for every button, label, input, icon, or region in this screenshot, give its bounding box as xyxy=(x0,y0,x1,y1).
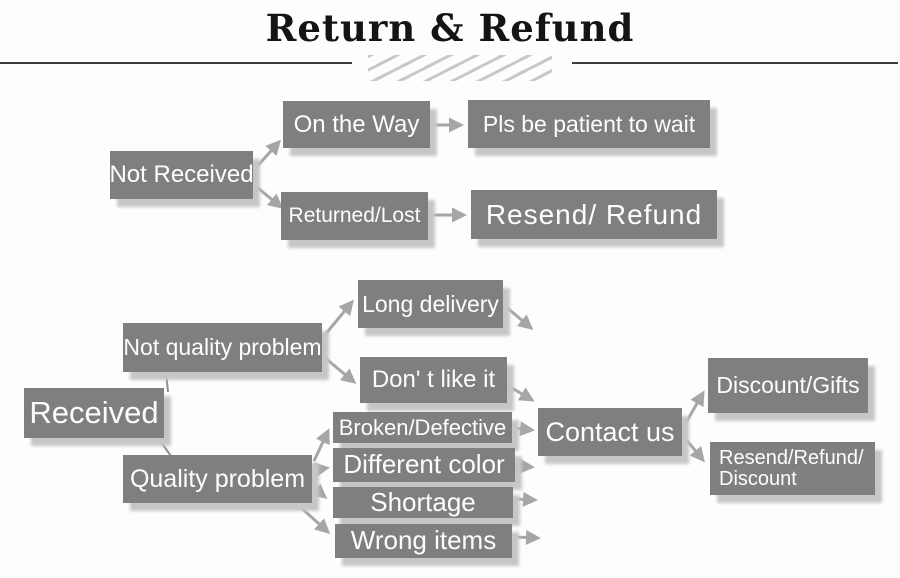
node-on-the-way: On the Way xyxy=(283,101,430,148)
node-broken-defective: Broken/Defective xyxy=(333,412,512,443)
node-not-quality-problem: Not quality problem xyxy=(123,323,322,372)
node-not-received: Not Received xyxy=(109,151,254,199)
node-long-delivery: Long delivery xyxy=(358,280,503,328)
node-resend-refund-discount: Resend/Refund/ Discount xyxy=(710,442,875,495)
node-returned-lost: Returned/Lost xyxy=(281,192,428,240)
title-rule-left xyxy=(0,62,352,64)
page-title: Return & Refund xyxy=(265,6,635,50)
node-different-color: Different color xyxy=(333,448,515,482)
node-contact-us: Contact us xyxy=(538,408,682,456)
node-wrong-items: Wrong items xyxy=(335,524,512,558)
node-quality-problem: Quality problem xyxy=(123,455,312,503)
node-shortage: Shortage xyxy=(333,487,513,518)
node-discount-gifts: Discount/Gifts xyxy=(708,358,868,413)
node-resend-refund: Resend/ Refund xyxy=(471,190,717,239)
node-dont-like-it: Don' t like it xyxy=(360,357,507,403)
title-hatch-decoration xyxy=(368,55,552,81)
node-pls-be-patient-to-wait: Pls be patient to wait xyxy=(468,100,710,148)
node-received: Received xyxy=(24,388,164,438)
title-rule-right xyxy=(572,62,898,64)
